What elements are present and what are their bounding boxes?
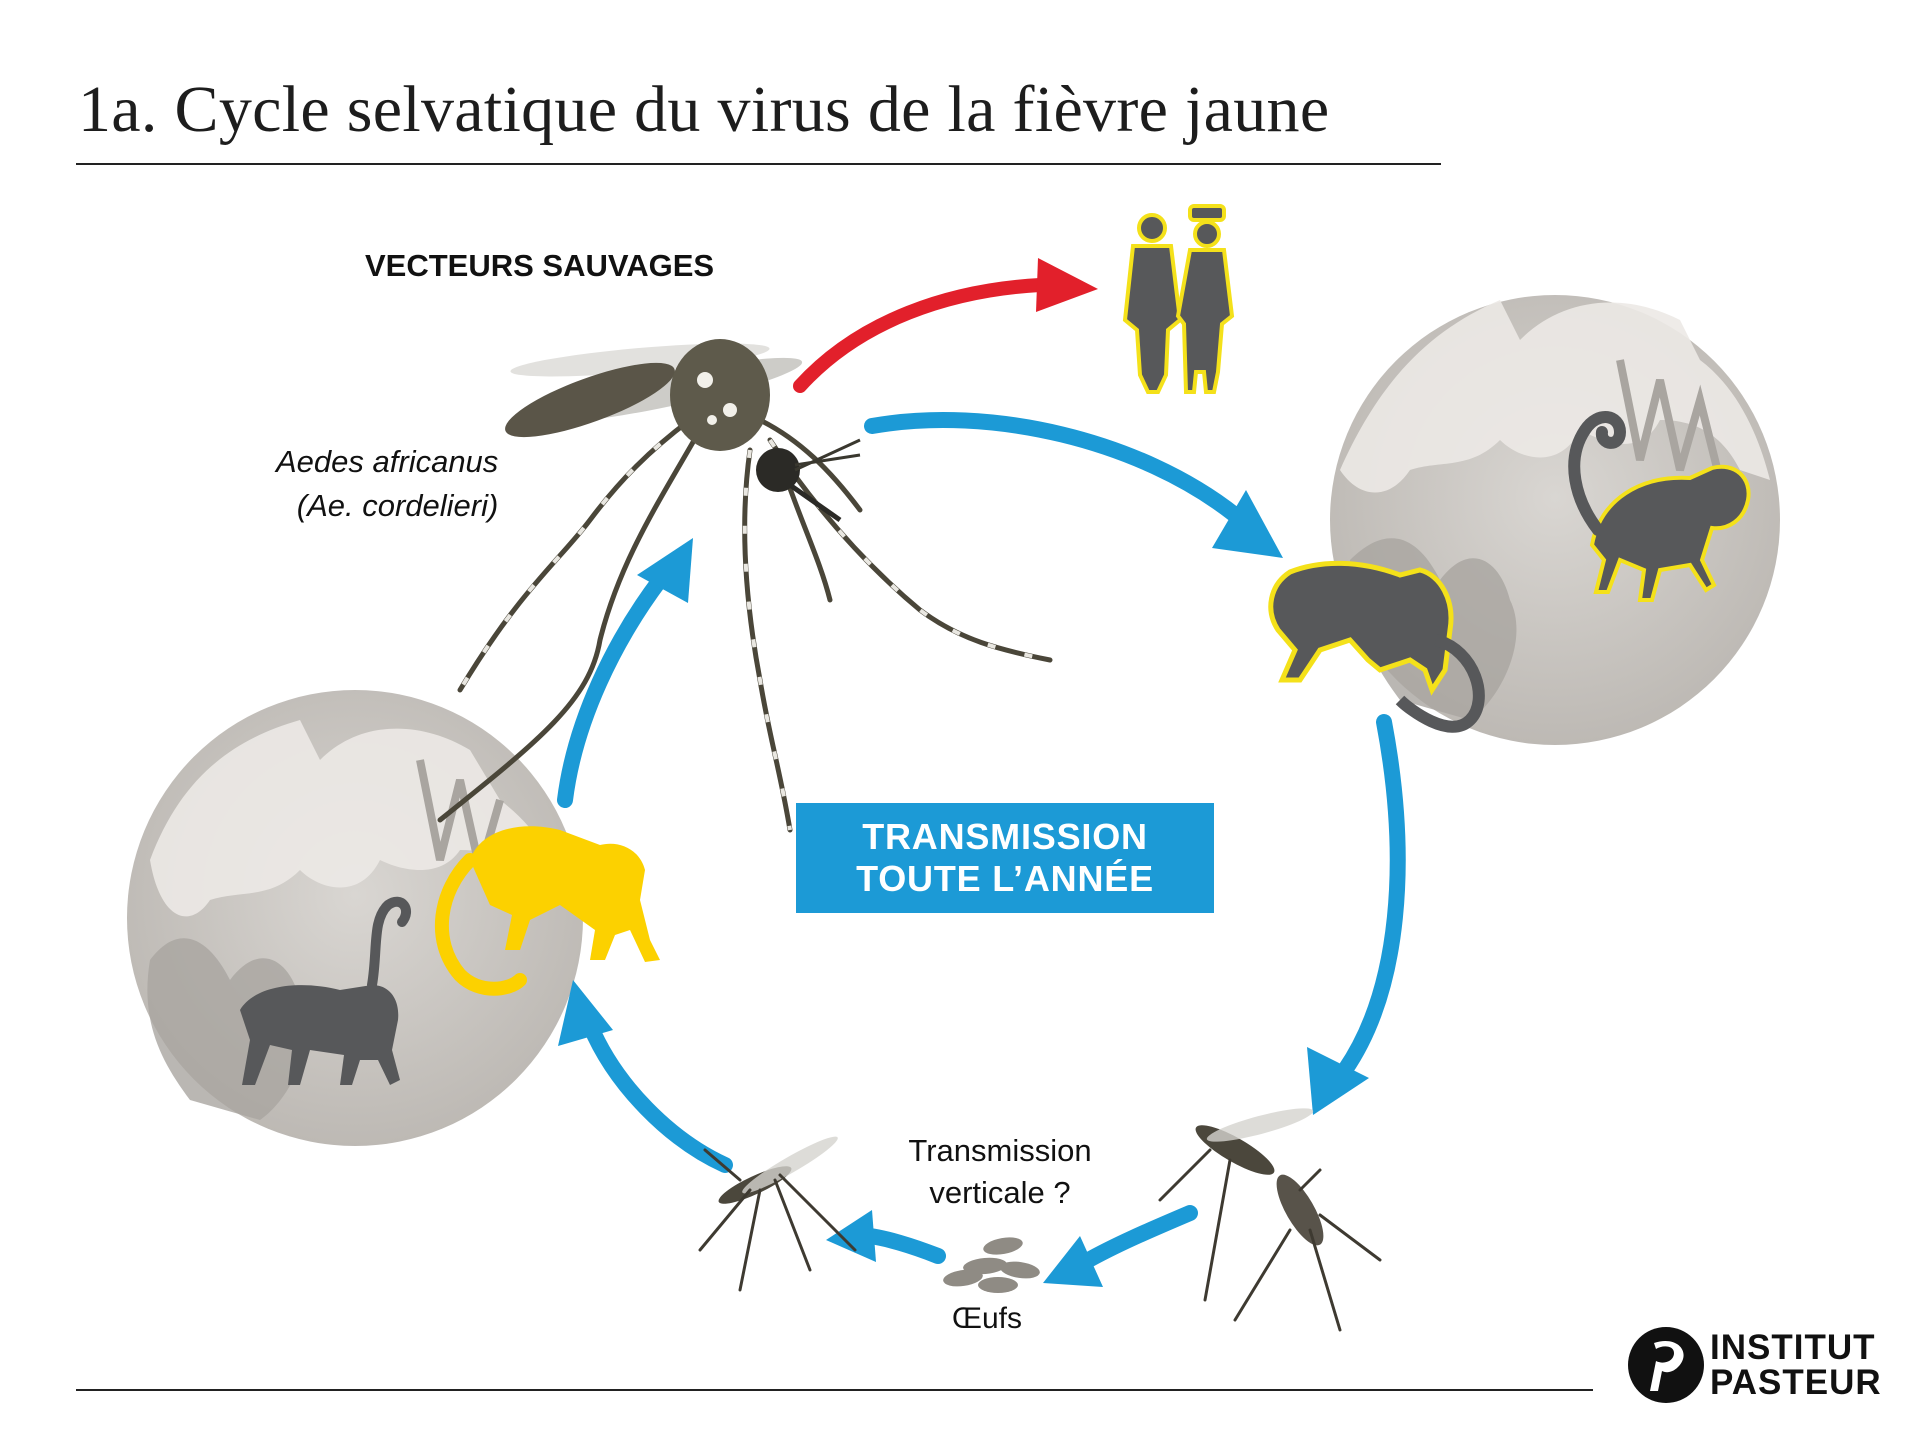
cycle-arrow-monkey-to-mosquitoes (1307, 714, 1406, 1115)
cycle-arrow-mosquitoes-to-eggs (1043, 1205, 1198, 1287)
monkey-dark-right-icon (1568, 411, 1751, 602)
logo-line-1: INSTITUT (1710, 1328, 1876, 1367)
cycle-arrow-mosquito-to-monkey-left (558, 980, 733, 1173)
title-divider (76, 163, 1441, 165)
wild-vectors-label: VECTEURS SAUVAGES (365, 248, 715, 283)
cycle-arrow-monkey-to-main-mosquito (557, 538, 693, 808)
vertical-transmission-label: Transmission verticale ? (895, 1130, 1105, 1214)
forest-disc-left (127, 690, 583, 1146)
vertical-transmission-line-1: Transmission (908, 1133, 1092, 1168)
human-silhouettes-icon (1122, 204, 1235, 394)
logo-wordmark: INSTITUT PASTEUR (1710, 1330, 1882, 1400)
eggs-label: Œufs (952, 1302, 1023, 1335)
small-mosquito-left-icon (698, 1136, 857, 1292)
transmission-line-1: TRANSMISSION (862, 816, 1148, 857)
eggs-icon (943, 1237, 1040, 1293)
cycle-arrow-eggs-to-mosquito (826, 1210, 946, 1264)
vertical-transmission-line-2: verticale ? (929, 1175, 1071, 1210)
species-label: Aedes africanus (Ae. cordelieri) (276, 440, 498, 528)
species-synonym: (Ae. cordelieri) (296, 488, 499, 523)
footer-divider (76, 1389, 1593, 1391)
main-mosquito-aedes-icon (437, 339, 1053, 833)
monkey-dark-left-icon (240, 896, 411, 1085)
species-name: Aedes africanus (276, 444, 499, 479)
monkey-infected-right-icon (1268, 560, 1485, 733)
logo-line-2: PASTEUR (1710, 1363, 1882, 1402)
monkey-yellow-left-icon (434, 826, 660, 996)
cycle-arrow-mosquito-to-monkey (864, 411, 1283, 558)
year-round-transmission-box: TRANSMISSION TOUTE L’ANNÉE (796, 803, 1214, 913)
page-title: 1a. Cycle selvatique du virus de la fièv… (78, 73, 1330, 146)
infection-arrow-to-humans (793, 258, 1098, 393)
mosquito-pair-right-icon (1158, 1108, 1382, 1332)
transmission-line-2: TOUTE L’ANNÉE (856, 858, 1154, 899)
institut-pasteur-logo (1628, 1327, 1704, 1403)
